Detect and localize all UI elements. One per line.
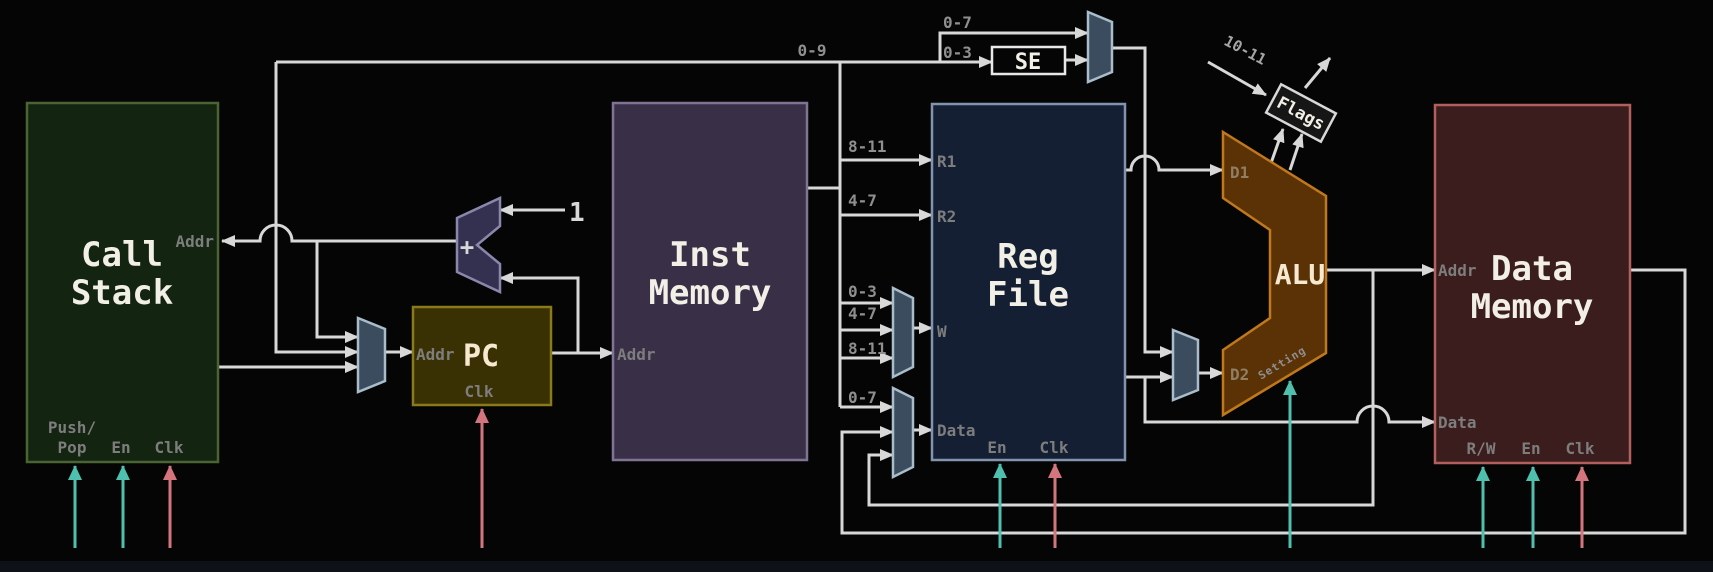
data-memory-clk-port: Clk: [1566, 439, 1595, 458]
reg-data-select-mux: [891, 385, 915, 480]
wire-pc-feedback-to-adder: [499, 272, 580, 353]
reg-file-en-port: En: [987, 438, 1006, 457]
reg-file-title-line1: Reg: [997, 237, 1058, 277]
se-label: SE: [1015, 50, 1042, 75]
reg-file-r1-port: R1: [937, 152, 956, 171]
wire-alu-to-flags-1: [1268, 128, 1285, 167]
reg-file-title-line2: File: [987, 275, 1069, 315]
se-box: [990, 45, 1067, 76]
call-stack-en-port: En: [111, 438, 130, 457]
label-r2-bits: 4-7: [848, 191, 877, 210]
flags-block: Flags: [1264, 82, 1338, 144]
label-r1-bits: 8-11: [848, 137, 887, 156]
call-stack-pushpop-port-line2: Pop: [58, 438, 87, 457]
label-data-bits: 0-7: [848, 388, 877, 407]
call-stack-title-line2: Stack: [71, 273, 173, 313]
reg-file-data-port: Data: [937, 421, 976, 440]
data-memory-box: [1433, 103, 1632, 465]
pc-box: [411, 305, 553, 407]
data-memory-block: Data Memory Addr Data R/W En Clk: [1433, 103, 1632, 465]
inst-memory-addr-port: Addr: [617, 345, 656, 364]
alu-shape: [1221, 129, 1328, 418]
data-memory-en-port: En: [1521, 439, 1540, 458]
wire-semux-out-to-d2mux: [1112, 46, 1174, 358]
reg-write-select-mux: [891, 285, 915, 380]
call-stack-addr-port: Addr: [175, 232, 214, 251]
wire-adder-to-callstack-addr: [221, 223, 457, 247]
data-memory-title-line1: Data: [1491, 249, 1573, 289]
bottom-vignette: [0, 561, 1713, 572]
label-jump-bits: 0-9: [798, 41, 827, 60]
adder-constant-one: 1: [569, 198, 585, 228]
pc-clk-port: Clk: [465, 382, 494, 401]
wires: [218, 27, 1687, 535]
reg-file-box: [930, 102, 1127, 462]
data-memory-data-port: Data: [1438, 413, 1477, 432]
label-w-bits-c: 8-11: [848, 339, 887, 358]
alu-block: ALU D1 D2 Setting Flags 10-11: [1171, 32, 1338, 418]
wire-r1-data-to-alu-d1: [1125, 154, 1224, 176]
wire-alu-to-flags-2: [1288, 133, 1304, 171]
pc-increment-adder: [455, 196, 502, 294]
wire-r2-data-to-datamem: [1143, 377, 1436, 428]
wire-datamem-out-feedback: [840, 268, 1687, 535]
wire-flags-out: [1303, 57, 1332, 89]
reg-file-w-port: W: [937, 322, 947, 341]
call-stack-pushpop-port-line1: Push/: [48, 418, 96, 437]
wire-imm-0-7-to-semux: [938, 27, 1089, 62]
pc-address-mux: [356, 316, 387, 394]
alu-d2-port: D2: [1230, 365, 1249, 384]
inst-memory-block: Inst Memory Addr: [611, 101, 809, 462]
control-arrows: [68, 380, 1589, 548]
call-stack-clk-port: Clk: [155, 438, 184, 457]
label-imm-high: 0-7: [943, 13, 972, 32]
label-w-bits-a: 0-3: [848, 282, 877, 301]
reg-file-block: Reg File R1 R2 W Data En Clk: [891, 102, 1127, 480]
inst-memory-title-line2: Memory: [649, 273, 772, 313]
call-stack-box: [25, 101, 220, 464]
adder-plus-label: +: [460, 233, 474, 261]
wire-adder-branch-to-pc-mux: [315, 241, 359, 343]
call-stack-title-line1: Call: [81, 235, 163, 275]
data-memory-rw-port: R/W: [1467, 439, 1496, 458]
wire-jump-to-pc-mux: [274, 62, 359, 358]
flags-box: [1264, 82, 1338, 144]
wire-alu-result-feedback: [867, 270, 1375, 507]
reg-file-r2-port: R2: [937, 207, 956, 226]
inst-memory-title-line1: Inst: [669, 235, 751, 275]
call-stack-block: Call Stack Addr Push/ Pop En Clk: [25, 101, 220, 464]
pc-addr-port: Addr: [416, 345, 455, 364]
wire-labels: 0-9 0-7 0-3 8-11 4-7 0-3 4-7 8-11 0-7: [798, 13, 972, 407]
alu-d1-port: D1: [1230, 163, 1249, 182]
data-memory-title-line2: Memory: [1471, 287, 1594, 327]
label-imm-low: 0-3: [943, 43, 972, 62]
label-w-bits-b: 4-7: [848, 304, 877, 323]
reg-file-clk-port: Clk: [1040, 438, 1069, 457]
alu-d2-select-mux: [1171, 328, 1200, 402]
data-memory-addr-port: Addr: [1438, 261, 1477, 280]
inst-memory-box: [611, 101, 809, 462]
wire-bits-10-11-to-flags: [1207, 60, 1267, 97]
alu-title: ALU: [1275, 258, 1326, 291]
immediate-select-mux: [1086, 10, 1114, 84]
pc-block: Addr PC Clk + 1: [356, 196, 585, 407]
pc-title: PC: [463, 339, 499, 374]
flags-bits-label: 10-11: [1221, 32, 1269, 69]
sign-extend-block: SE: [990, 10, 1114, 84]
